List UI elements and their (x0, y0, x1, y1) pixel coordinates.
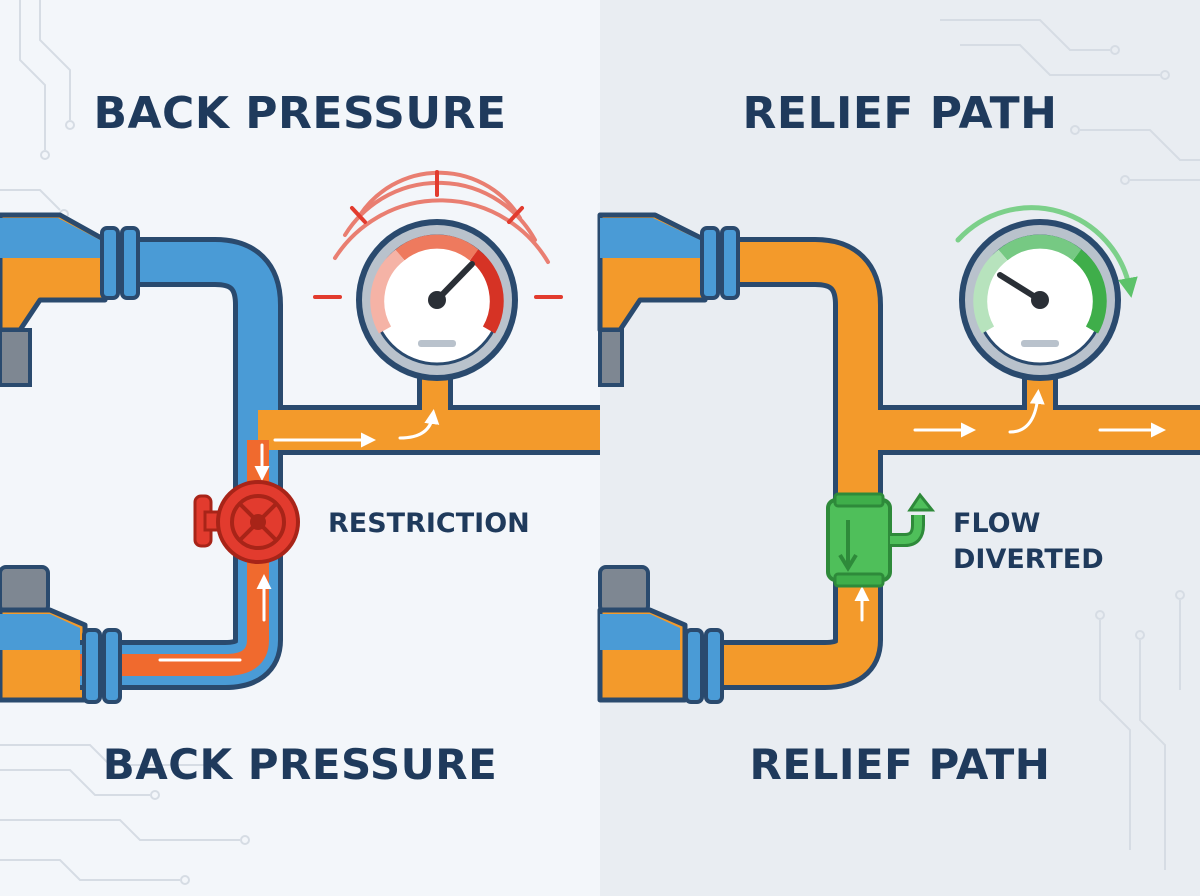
right-pump-bottom (597, 565, 688, 703)
left-title-bottom: BACK PRESSURE (102, 740, 498, 789)
relief-valve-icon (826, 492, 936, 588)
flow-diverted-line1: FLOW (953, 508, 1041, 539)
left-pump-bottom (0, 565, 88, 703)
left-pump-top (0, 212, 108, 387)
left-flanges (82, 226, 140, 704)
left-pipes (80, 237, 600, 690)
right-title-top: RELIEF PATH (742, 88, 1058, 139)
normal-pressure-gauge-icon (955, 205, 1138, 381)
restriction-valve-icon (193, 480, 300, 564)
right-flanges (684, 226, 740, 704)
left-title-top: BACK PRESSURE (93, 88, 507, 139)
flow-diverted-label: FLOW DIVERTED (953, 506, 1104, 578)
right-flow-arrows (854, 389, 1166, 622)
right-title-bottom: RELIEF PATH (749, 740, 1051, 789)
high-pressure-gauge-icon (313, 170, 563, 381)
flow-diverted-line2: DIVERTED (953, 544, 1104, 575)
left-flow-arrows (158, 409, 440, 662)
right-pump-top (597, 212, 708, 387)
restriction-label: RESTRICTION (328, 508, 530, 539)
